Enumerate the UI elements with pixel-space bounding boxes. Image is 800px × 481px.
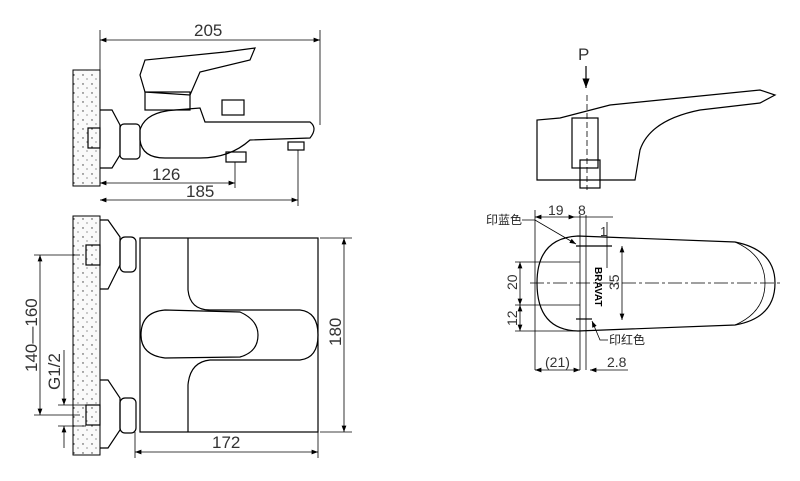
cartridge-housing [144,91,191,111]
shower-outlet [225,151,247,163]
faucet-body [139,107,315,159]
dim-126: 126 [152,165,180,184]
hex-nut-top [119,236,137,273]
hex-nut [119,123,141,160]
dim-12: 12 [504,310,520,326]
dim-8: 8 [578,202,586,218]
dim-185: 185 [186,182,214,201]
dim-1: 1 [600,224,607,239]
handle-top-view: BRAVAT 19 8 1 35 20 12 (21) 2.8 印蓝色 印红色 [486,202,780,373]
pressure-label: P [578,45,589,64]
dim-21: (21) [545,354,570,370]
dim-205: 205 [194,21,222,40]
escutcheon [100,109,121,169]
spout-aerator [287,141,305,151]
hex-nut-bottom [119,397,137,434]
dim-180: 180 [326,318,345,346]
dim-19: 19 [548,202,564,218]
diverter-knob [221,99,245,116]
dim-20: 20 [504,274,520,290]
thread-size: G1/2 [45,353,64,390]
dim-140-160: 140—160 [22,298,41,372]
dim-172: 172 [212,433,240,452]
faucet-front [139,237,319,433]
lever-handle [139,47,256,96]
wall-pipe [87,127,101,149]
blue-mark-label: 印蓝色 [486,213,522,227]
dim-35: 35 [606,274,622,290]
dim-2-8: 2.8 [607,354,627,370]
red-mark-label: 印红色 [609,332,645,347]
handle-insert [571,117,599,169]
lever-front [140,309,259,359]
bravat-logo: BRAVAT [592,267,603,306]
handle-outline [536,235,776,332]
side-view: 205 126 185 [72,21,321,206]
handle-side-view: P [536,45,777,190]
front-view: 180 172 140—160 G1/2 [22,215,352,458]
handle-profile [536,89,777,181]
